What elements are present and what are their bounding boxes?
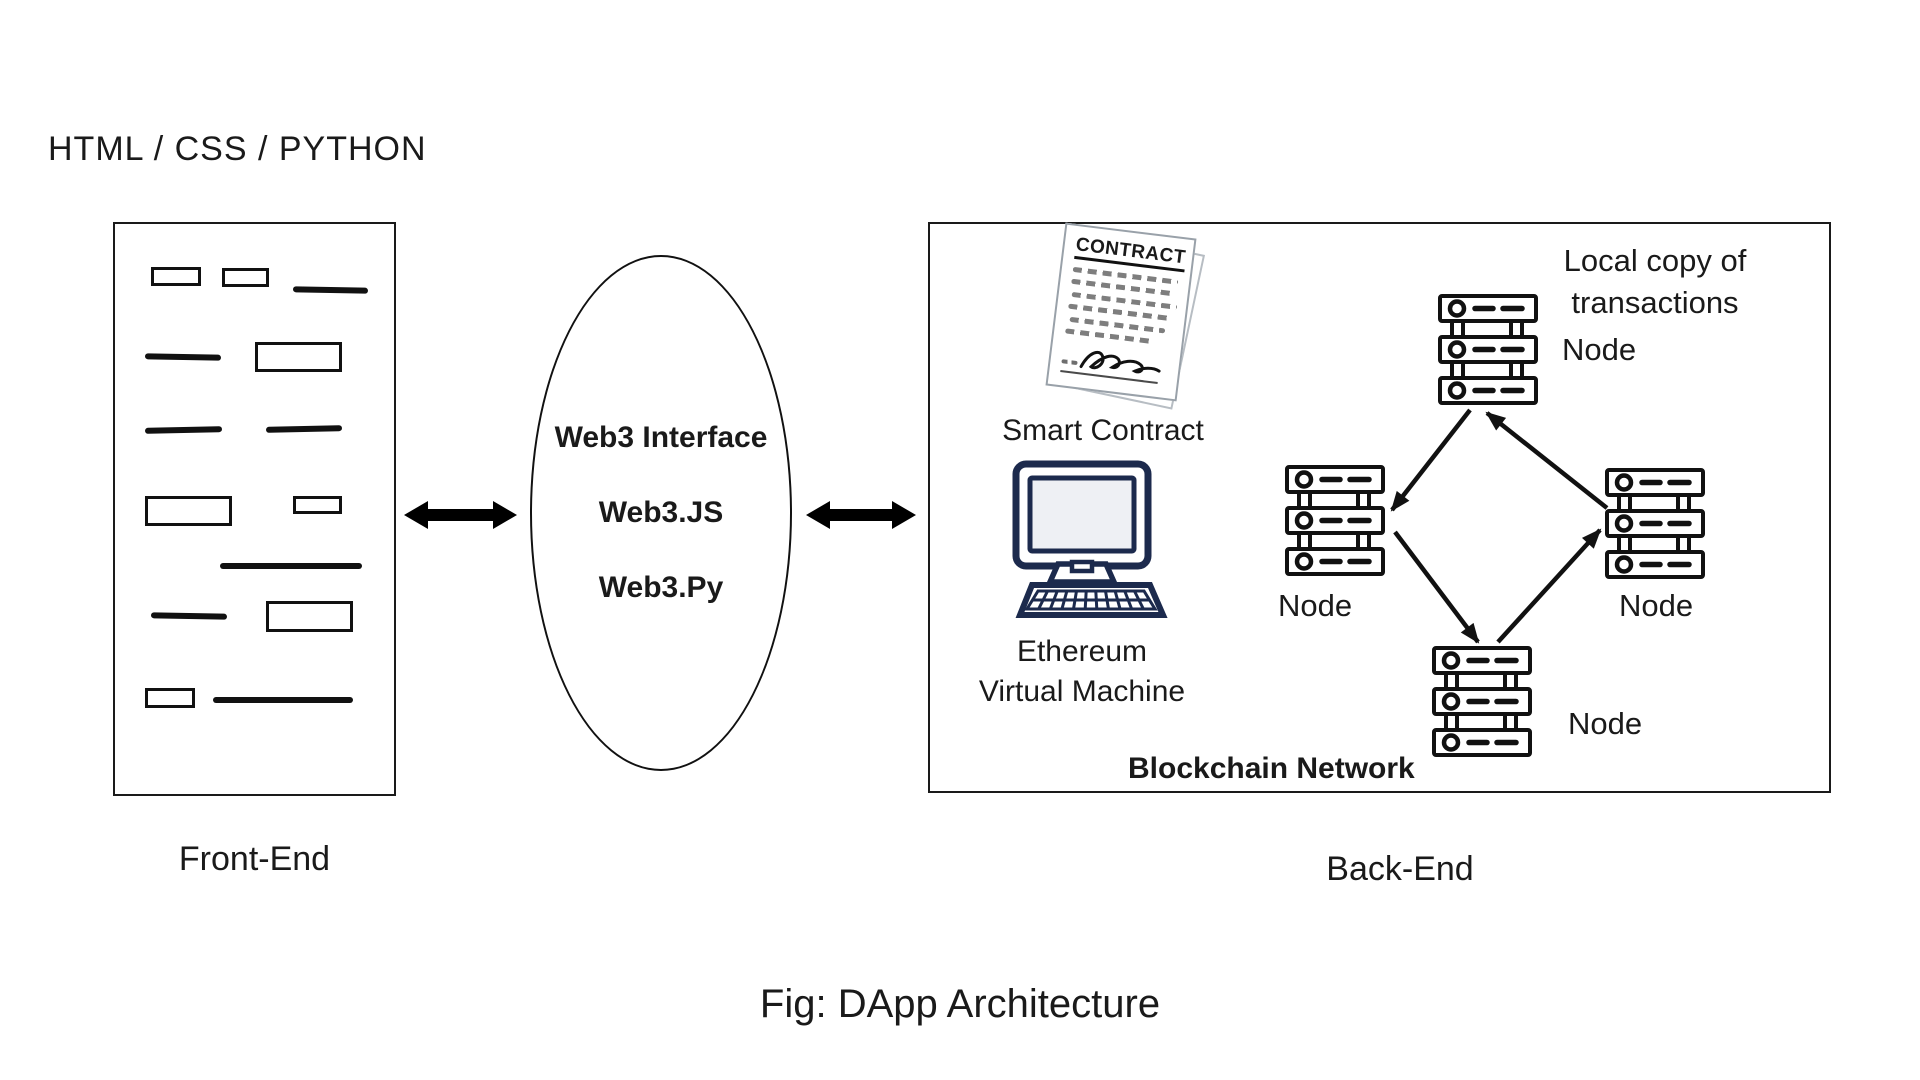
front-end-label: Front-End bbox=[178, 840, 331, 878]
evm-label-line2: Virtual Machine bbox=[978, 675, 1186, 708]
wireframe-rect bbox=[293, 496, 342, 514]
front-end-box bbox=[113, 222, 396, 796]
link-left-to-bottom-node bbox=[1393, 530, 1480, 644]
web3-backend-arrow bbox=[806, 501, 916, 529]
frontend-web3-arrow bbox=[404, 501, 517, 529]
web3-py-label: Web3.Py bbox=[598, 571, 724, 604]
wireframe-line bbox=[213, 697, 353, 703]
contract-signature-dash bbox=[1061, 359, 1078, 366]
node-label-top: Node bbox=[1562, 332, 1637, 367]
evm-label-line1: Ethereum bbox=[1016, 635, 1148, 668]
wireframe-line bbox=[220, 563, 362, 569]
wireframe-rect bbox=[255, 342, 342, 372]
contract-text-line bbox=[1064, 328, 1152, 344]
server-rack-icon-right bbox=[1607, 470, 1703, 577]
wireframe-rect bbox=[266, 601, 353, 632]
local-copy-line1: Local copy of bbox=[1563, 243, 1747, 278]
server-rack-icon-top bbox=[1440, 296, 1536, 403]
smart-contract-label: Smart Contract bbox=[1002, 414, 1204, 447]
link-bottom-to-right-node bbox=[1496, 528, 1602, 644]
web3-js-label: Web3.JS bbox=[598, 496, 724, 529]
wireframe-rect bbox=[151, 267, 201, 286]
blockchain-network-label: Blockchain Network bbox=[1128, 752, 1415, 785]
signature-squiggle-icon bbox=[1079, 350, 1161, 374]
node-label-right: Node bbox=[1619, 588, 1694, 623]
link-right-to-top-node bbox=[1485, 411, 1609, 510]
figure-caption: Fig: DApp Architecture bbox=[759, 982, 1161, 1026]
tech-stack-title: HTML / CSS / PYTHON bbox=[48, 130, 427, 168]
node-label-bottom: Node bbox=[1568, 706, 1643, 741]
wireframe-rect bbox=[145, 496, 232, 526]
server-rack-icon-bottom bbox=[1434, 648, 1530, 755]
web3-interface-title: Web3 Interface bbox=[554, 421, 768, 454]
local-copy-annotation: Local copy of transactions bbox=[1548, 240, 1762, 324]
evm-label: Ethereum Virtual Machine bbox=[957, 632, 1207, 712]
node-label-left: Node bbox=[1278, 588, 1353, 623]
wireframe-rect bbox=[145, 688, 195, 708]
wireframe-rect bbox=[222, 268, 269, 287]
back-end-label: Back-End bbox=[1326, 850, 1474, 888]
contract-signature bbox=[1061, 341, 1170, 382]
link-top-to-left-node bbox=[1390, 408, 1472, 512]
desktop-computer-icon bbox=[1012, 460, 1168, 618]
contract-document-title: CONTRACT bbox=[1074, 234, 1187, 273]
server-rack-icon-left bbox=[1287, 467, 1383, 574]
local-copy-line2: transactions bbox=[1571, 285, 1739, 320]
web3-interface-ellipse bbox=[530, 255, 792, 771]
contract-document-icon: CONTRACT bbox=[1045, 222, 1197, 402]
